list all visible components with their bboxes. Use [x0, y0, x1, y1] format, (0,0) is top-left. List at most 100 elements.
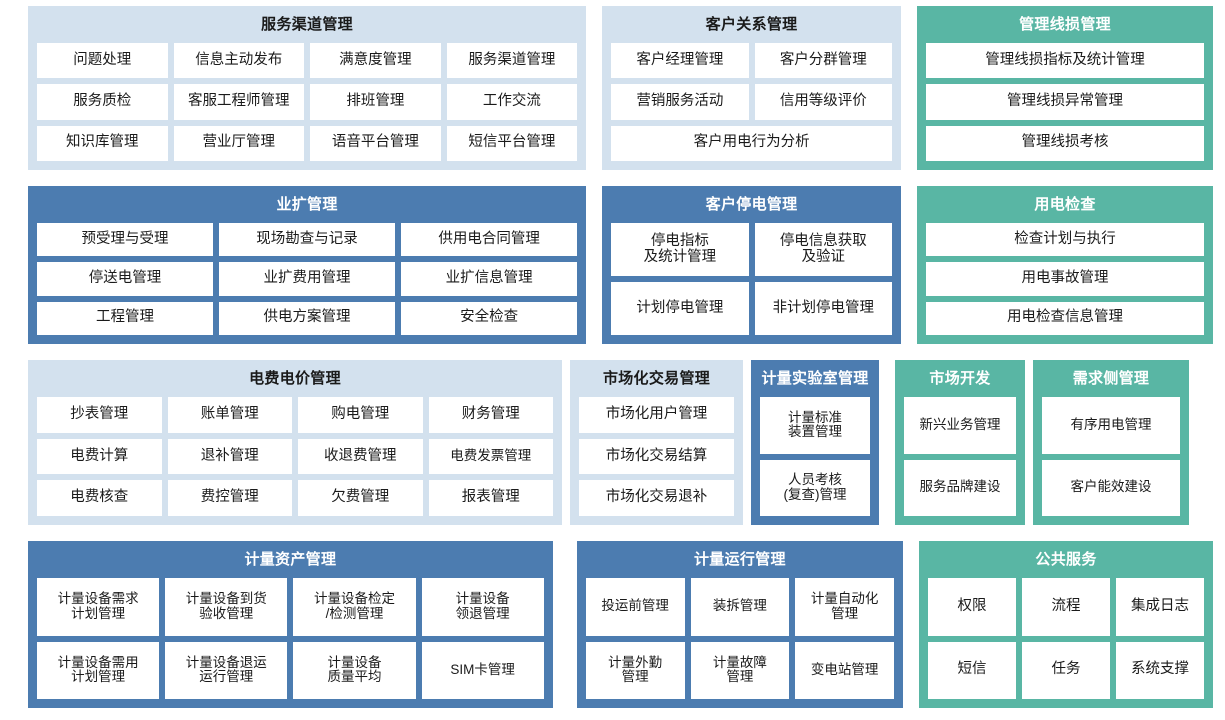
grid-row: 服务质检 客服工程师管理 排班管理 工作交流: [37, 84, 578, 120]
module-cell[interactable]: 排班管理: [310, 84, 441, 120]
module-cell[interactable]: 市场化用户管理: [579, 397, 734, 433]
module-cell[interactable]: 收退费管理: [298, 438, 423, 475]
module-cell[interactable]: 市场化交易退补: [579, 480, 734, 517]
module-cell[interactable]: 业扩费用管理: [219, 262, 396, 296]
panel-grid: 计量标准 装置管理 人员考核 (复查)管理: [760, 397, 870, 516]
module-cell[interactable]: 市场化交易结算: [579, 438, 734, 475]
module-cell[interactable]: 计量设备检定 /检测管理: [293, 578, 416, 636]
panel-business-expansion-management[interactable]: 业扩管理 预受理与受理 现场勘查与记录 供用电合同管理 停送电管理 业扩费用管理…: [28, 186, 587, 344]
module-cell[interactable]: 用电检查信息管理: [926, 301, 1205, 335]
module-cell[interactable]: 退补管理: [167, 438, 292, 475]
module-cell[interactable]: 权限: [928, 578, 1017, 636]
module-cell[interactable]: 欠费管理: [298, 480, 423, 517]
module-cell[interactable]: 计量外勤 管理: [585, 641, 685, 699]
panel-grid: 管理线损指标及统计管理 管理线损异常管理 管理线损考核: [926, 43, 1205, 161]
panel-metering-operation-management[interactable]: 计量运行管理 投运前管理 装拆管理 计量自动化 管理 计量外勤 管理 计量故障 …: [576, 541, 904, 708]
module-cell[interactable]: 短信平台管理: [446, 125, 578, 161]
panel-metering-asset-management[interactable]: 计量资产管理 计量设备需求 计划管理 计量设备到货 验收管理 计量设备检定 /检…: [28, 541, 553, 708]
module-cell[interactable]: 工作交流: [446, 84, 578, 120]
module-cell[interactable]: 抄表管理: [37, 397, 162, 433]
module-cell[interactable]: 计量设备 领退管理: [421, 578, 544, 636]
module-cell[interactable]: 现场勘查与记录: [219, 223, 396, 257]
panel-customer-outage-management[interactable]: 客户停电管理 停电指标 及统计管理 停电信息获取 及验证 计划停电管理 非计划停…: [602, 186, 902, 344]
module-cell[interactable]: 计量设备需用 计划管理: [37, 641, 160, 699]
module-cell[interactable]: 人员考核 (复查)管理: [760, 459, 870, 516]
module-cell[interactable]: 计量设备退运 运行管理: [165, 641, 288, 699]
module-cell[interactable]: 费控管理: [167, 480, 292, 517]
module-cell[interactable]: 营销服务活动: [611, 84, 749, 120]
module-cell[interactable]: 装拆管理: [690, 578, 790, 636]
module-cell[interactable]: 客户能效建设: [1042, 459, 1180, 516]
module-cell[interactable]: 系统支撑: [1116, 641, 1205, 699]
module-cell[interactable]: 业扩信息管理: [401, 262, 578, 296]
module-cell[interactable]: 计量自动化 管理: [795, 578, 895, 636]
module-cell[interactable]: 集成日志: [1116, 578, 1205, 636]
module-cell[interactable]: 短信: [928, 641, 1017, 699]
module-cell[interactable]: 财务管理: [428, 397, 553, 433]
grid-row: 服务品牌建设: [904, 459, 1016, 516]
module-cell[interactable]: 营业厅管理: [173, 125, 305, 161]
module-cell[interactable]: 客户用电行为分析: [611, 125, 893, 161]
module-cell[interactable]: 工程管理: [37, 301, 214, 335]
grid-row: 市场化用户管理: [579, 397, 734, 433]
module-cell[interactable]: 新兴业务管理: [904, 397, 1016, 454]
module-cell[interactable]: 语音平台管理: [310, 125, 441, 161]
module-cell[interactable]: 投运前管理: [585, 578, 685, 636]
module-cell[interactable]: SIM卡管理: [421, 641, 544, 699]
grid-row: 电费核查 费控管理 欠费管理 报表管理: [37, 480, 553, 517]
module-cell[interactable]: 管理线损指标及统计管理: [926, 43, 1205, 79]
panel-grid: 抄表管理 账单管理 购电管理 财务管理 电费计算 退补管理 收退费管理 电费发票…: [37, 397, 553, 517]
module-cell[interactable]: 管理线损考核: [926, 125, 1205, 161]
panel-public-service[interactable]: 公共服务 权限 流程 集成日志 短信 任务 系统支撑: [919, 541, 1213, 708]
panel-demand-side-management[interactable]: 需求侧管理 有序用电管理 客户能效建设: [1033, 360, 1189, 525]
module-cell[interactable]: 供电方案管理: [219, 301, 396, 335]
module-cell[interactable]: 停送电管理: [37, 262, 214, 296]
module-cell[interactable]: 账单管理: [167, 397, 292, 433]
panel-metering-laboratory-management[interactable]: 计量实验室管理 计量标准 装置管理 人员考核 (复查)管理: [751, 360, 879, 525]
panel-market-development[interactable]: 市场开发 新兴业务管理 服务品牌建设: [895, 360, 1025, 525]
module-cell[interactable]: 预受理与受理: [37, 223, 214, 257]
module-cell[interactable]: 客服工程师管理: [173, 84, 305, 120]
module-cell[interactable]: 用电事故管理: [926, 262, 1205, 296]
module-cell[interactable]: 计量设备到货 验收管理: [165, 578, 288, 636]
module-cell[interactable]: 电费发票管理: [428, 438, 553, 475]
module-cell[interactable]: 满意度管理: [310, 43, 441, 79]
module-cell[interactable]: 供用电合同管理: [401, 223, 578, 257]
module-cell[interactable]: 电费计算: [37, 438, 162, 475]
module-cell[interactable]: 服务品牌建设: [904, 459, 1016, 516]
module-cell[interactable]: 流程: [1022, 578, 1111, 636]
module-cell[interactable]: 问题处理: [37, 43, 168, 79]
module-cell[interactable]: 报表管理: [428, 480, 553, 517]
module-cell[interactable]: 任务: [1022, 641, 1111, 699]
module-cell[interactable]: 知识库管理: [37, 125, 168, 161]
panel-electricity-inspection[interactable]: 用电检查 检查计划与执行 用电事故管理 用电检查信息管理: [917, 186, 1214, 344]
module-cell[interactable]: 管理线损异常管理: [926, 84, 1205, 120]
module-cell[interactable]: 信息主动发布: [173, 43, 305, 79]
module-cell[interactable]: 停电信息获取 及验证: [754, 223, 893, 276]
module-cell[interactable]: 服务渠道管理: [446, 43, 578, 79]
module-cell[interactable]: 检查计划与执行: [926, 223, 1205, 257]
module-cell[interactable]: 客户经理管理: [611, 43, 749, 79]
module-cell[interactable]: 计量故障 管理: [690, 641, 790, 699]
panel-customer-relationship-management[interactable]: 客户关系管理 客户经理管理 客户分群管理 营销服务活动 信用等级评价 客户用电行…: [602, 6, 902, 170]
module-cell[interactable]: 非计划停电管理: [754, 282, 893, 335]
module-cell[interactable]: 有序用电管理: [1042, 397, 1180, 454]
grid-row: 计量标准 装置管理: [760, 397, 870, 454]
module-cell[interactable]: 服务质检: [37, 84, 168, 120]
module-cell[interactable]: 停电指标 及统计管理: [611, 223, 749, 276]
module-cell[interactable]: 电费核查: [37, 480, 162, 517]
module-cell[interactable]: 计划停电管理: [611, 282, 749, 335]
module-cell[interactable]: 计量标准 装置管理: [760, 397, 870, 454]
panel-electricity-fee-price-management[interactable]: 电费电价管理 抄表管理 账单管理 购电管理 财务管理 电费计算 退补管理 收退费…: [28, 360, 562, 525]
module-cell[interactable]: 客户分群管理: [754, 43, 893, 79]
grid-row: 停电指标 及统计管理 停电信息获取 及验证: [611, 223, 893, 276]
panel-market-trading-management[interactable]: 市场化交易管理 市场化用户管理 市场化交易结算 市场化交易退补: [570, 360, 743, 525]
panel-service-channel-management[interactable]: 服务渠道管理 问题处理 信息主动发布 满意度管理 服务渠道管理 服务质检 客服工…: [28, 6, 587, 170]
module-cell[interactable]: 计量设备 质量平均: [293, 641, 416, 699]
module-cell[interactable]: 计量设备需求 计划管理: [37, 578, 160, 636]
module-cell[interactable]: 变电站管理: [795, 641, 895, 699]
module-cell[interactable]: 信用等级评价: [754, 84, 893, 120]
module-cell[interactable]: 安全检查: [401, 301, 578, 335]
module-cell[interactable]: 购电管理: [298, 397, 423, 433]
panel-management-line-loss[interactable]: 管理线损管理 管理线损指标及统计管理 管理线损异常管理 管理线损考核: [917, 6, 1214, 170]
